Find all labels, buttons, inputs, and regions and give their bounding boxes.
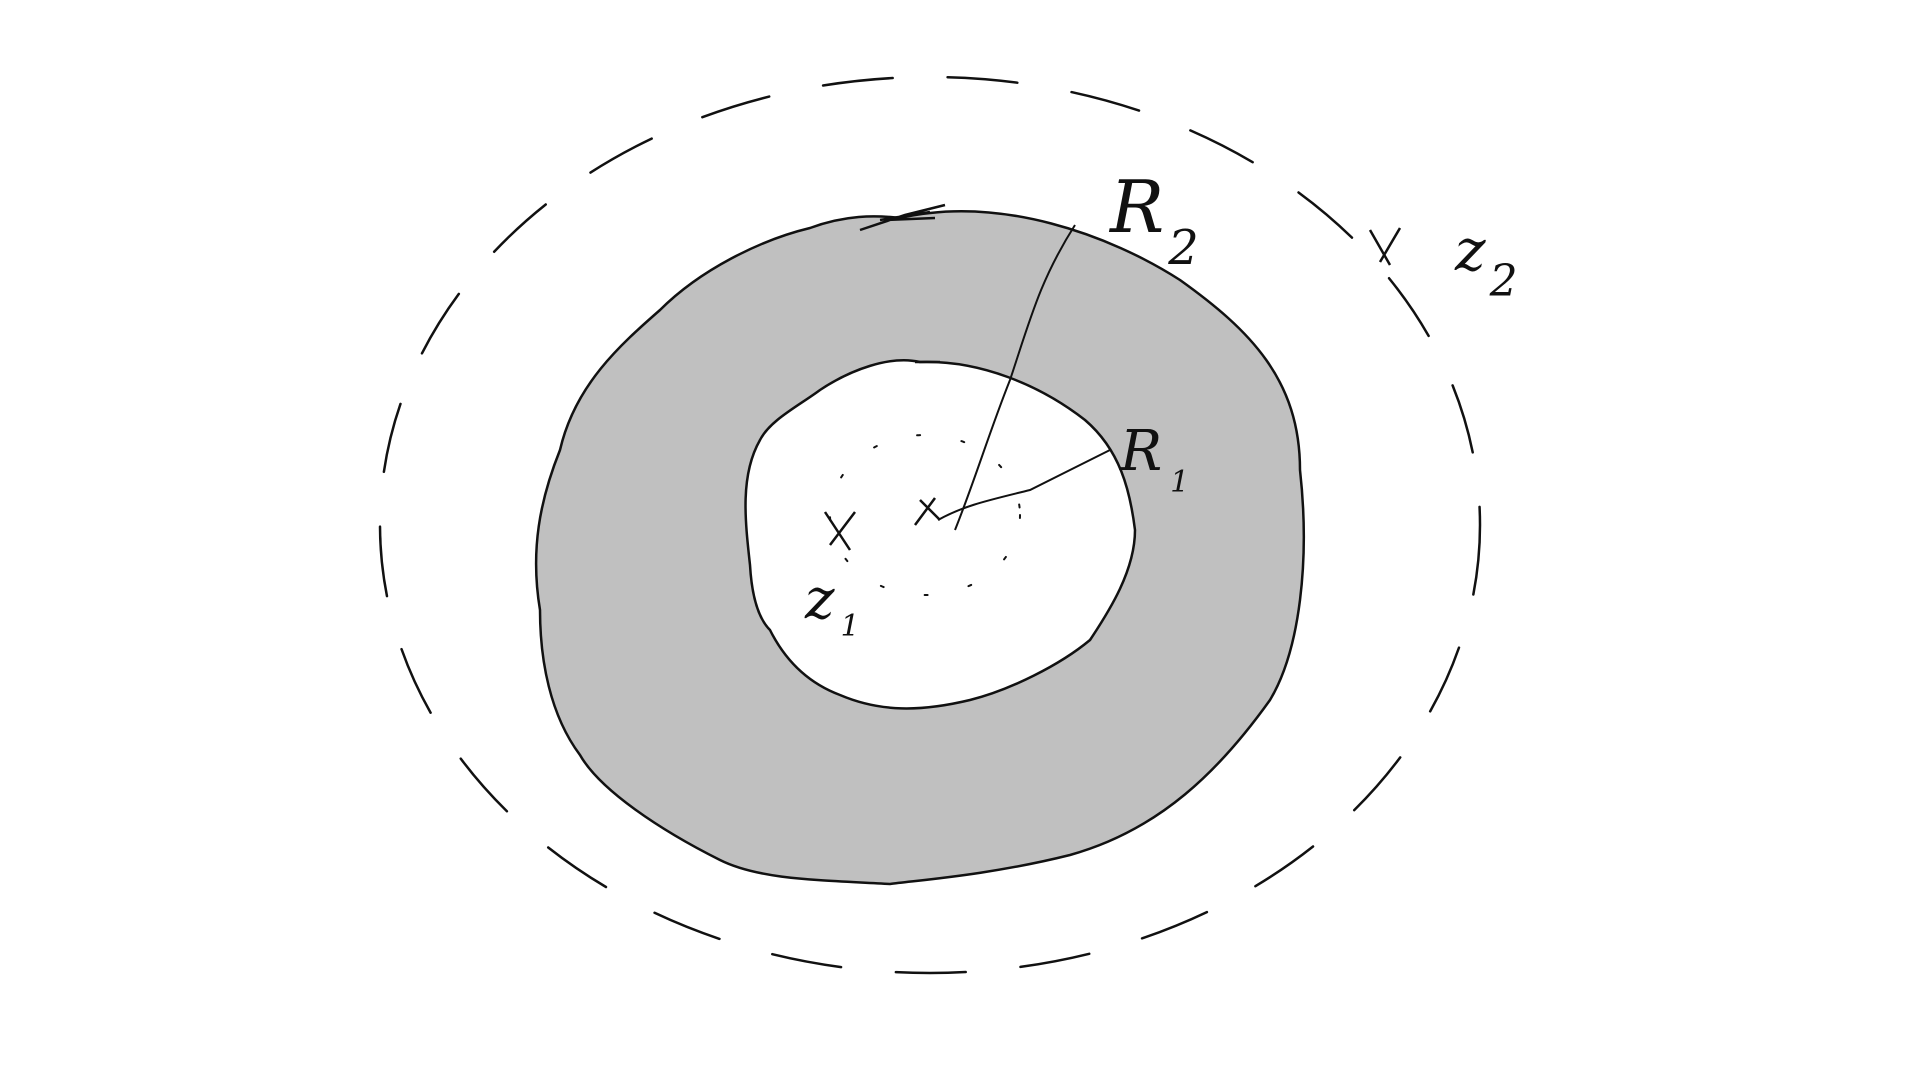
annulus-region xyxy=(534,210,1305,886)
center-cross-mark xyxy=(913,497,941,526)
outer-point-label: z2 xyxy=(1454,216,1518,307)
outer-point-cross-mark xyxy=(1368,227,1402,266)
dashed-outer-circle xyxy=(378,75,1482,975)
inner-radius-line xyxy=(937,449,1111,521)
outer-radius-label: R2 xyxy=(1108,165,1199,276)
top-scribble xyxy=(859,203,946,232)
inner-point-cross-mark xyxy=(823,511,856,551)
dashed-inner-circle xyxy=(829,434,1021,596)
outer-radius-line xyxy=(954,224,1076,531)
